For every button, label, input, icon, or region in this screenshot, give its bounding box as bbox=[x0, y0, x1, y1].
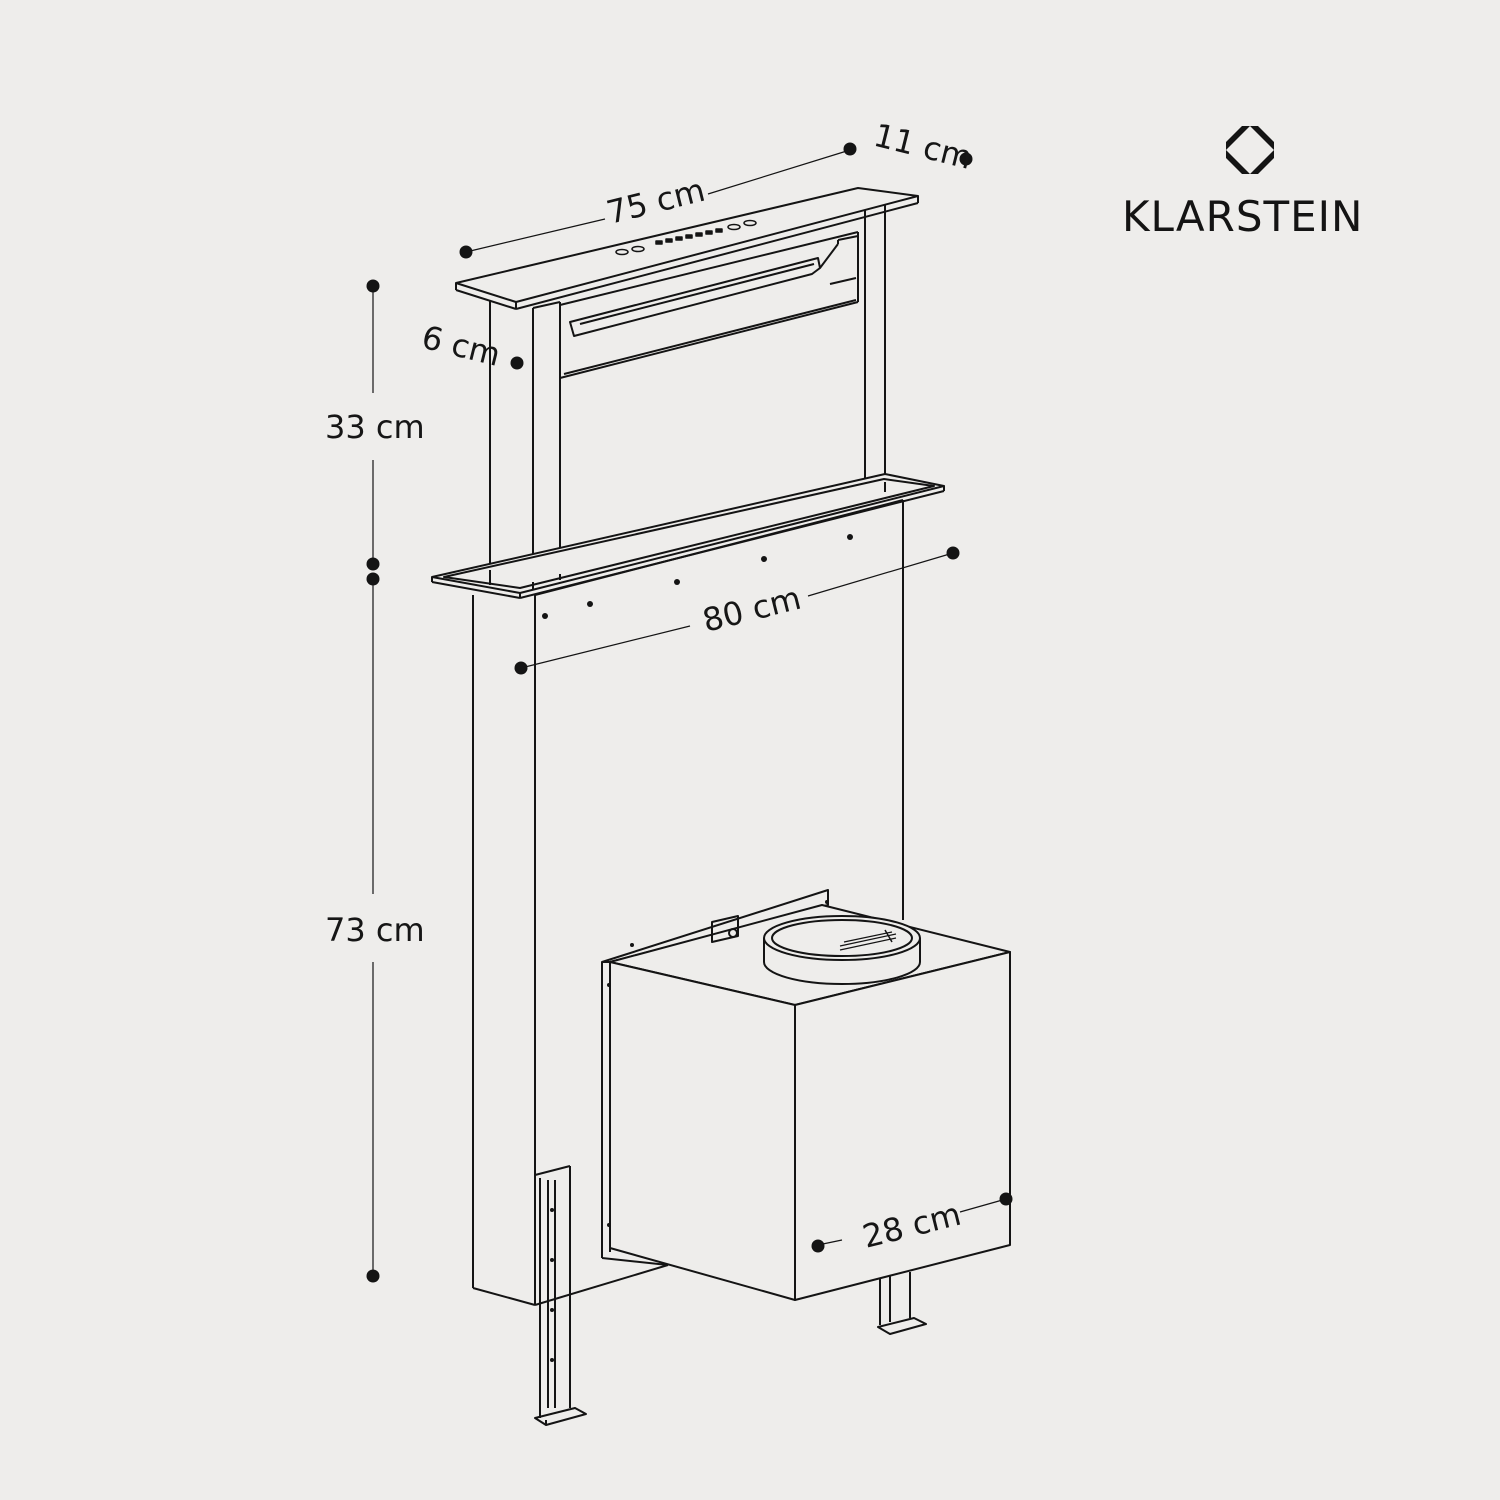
mounting-holes bbox=[542, 534, 853, 619]
left-foot-bracket bbox=[534, 1165, 587, 1426]
motor-box bbox=[601, 889, 1011, 1301]
dimension-endpoints bbox=[366, 142, 1013, 1283]
dimension-label-width-body: 80 cm bbox=[699, 579, 805, 640]
dimension-label-panel-thickness: 6 cm bbox=[418, 318, 504, 374]
dimension-label-width-top: 75 cm bbox=[603, 171, 709, 232]
raised-chimney bbox=[489, 205, 886, 590]
duct-outlet bbox=[763, 915, 921, 985]
downdraft-hood-drawing bbox=[431, 187, 1011, 1426]
control-panel bbox=[615, 219, 757, 256]
dimension-label-install-height: 73 cm bbox=[325, 911, 425, 949]
klarstein-diamond-logo-icon bbox=[1218, 118, 1282, 182]
worktop-frame bbox=[431, 473, 945, 599]
dimension-label-depth-top: 11 cm bbox=[870, 116, 976, 177]
top-cap bbox=[455, 187, 919, 310]
dimension-label-raised-height: 33 cm bbox=[325, 408, 425, 446]
dimension-lines bbox=[372, 149, 1007, 1276]
right-foot-bracket bbox=[877, 1272, 927, 1335]
lower-housing bbox=[472, 499, 904, 1306]
brand-name: KLARSTEIN bbox=[1122, 192, 1364, 241]
